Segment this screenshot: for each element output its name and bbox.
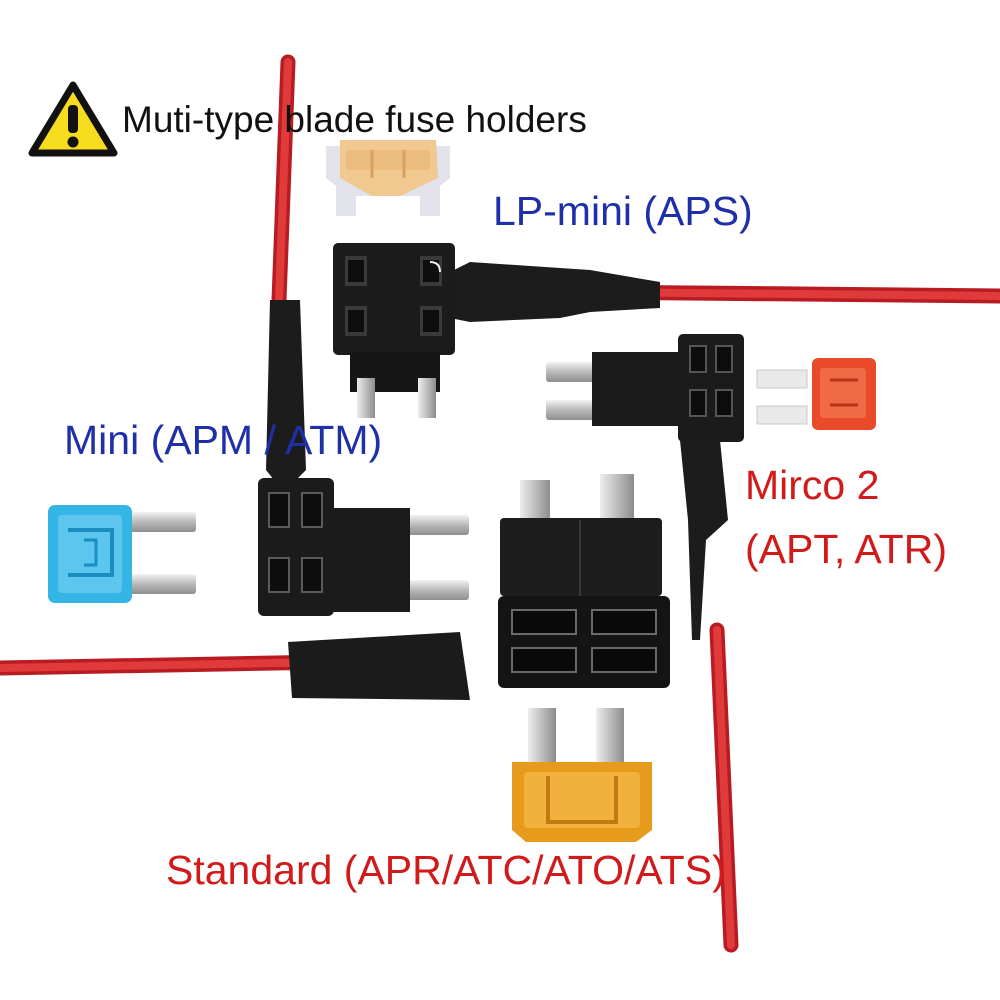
lp-mini-fuse-image — [326, 140, 450, 216]
lp-mini-label: LP-mini (APS) — [493, 188, 753, 234]
standard-holder-image — [288, 474, 670, 700]
title-text: Muti-type blade fuse holders — [122, 99, 587, 140]
mini-label: Mini (APM / ATM) — [64, 417, 383, 463]
micro2-label-line2: (APT, ATR) — [745, 526, 947, 572]
standard-label: Standard (APR/ATC/ATO/ATS) — [166, 847, 726, 893]
warning-triangle-icon — [28, 81, 118, 157]
standard-fuse-image — [512, 708, 652, 842]
mini-holder-image — [258, 300, 469, 616]
micro2-label-line1: Mirco 2 — [745, 462, 880, 508]
micro2-fuse-image — [756, 358, 876, 430]
micro2-holder-image — [546, 334, 744, 640]
lp-mini-holder-image — [333, 243, 660, 418]
mini-fuse-image — [48, 505, 196, 603]
